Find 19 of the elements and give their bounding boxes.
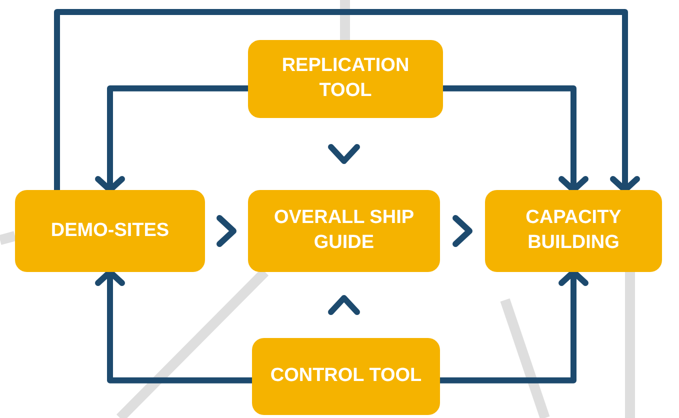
arrow bbox=[95, 269, 252, 384]
chevron-arrow bbox=[216, 215, 236, 247]
box-label: CONTROL TOOL bbox=[270, 364, 422, 388]
chevron-arrow bbox=[328, 144, 360, 164]
chevron-arrow bbox=[328, 295, 360, 315]
arrow bbox=[54, 9, 640, 193]
box-label: DEMO-SITES bbox=[50, 218, 170, 243]
arrow bbox=[95, 85, 248, 193]
process-box bbox=[252, 338, 440, 415]
arrow bbox=[440, 269, 588, 384]
box-label: CAPACITY BUILDING bbox=[524, 206, 622, 255]
process-box bbox=[248, 190, 440, 272]
arrow bbox=[443, 85, 588, 193]
chevron-arrow bbox=[452, 215, 472, 247]
box-label: REPLICATION TOOL bbox=[280, 54, 410, 103]
process-box bbox=[248, 40, 443, 118]
process-box bbox=[15, 190, 205, 272]
box-label: OVERALL SHIP GUIDE bbox=[272, 206, 416, 255]
process-box bbox=[485, 190, 662, 272]
